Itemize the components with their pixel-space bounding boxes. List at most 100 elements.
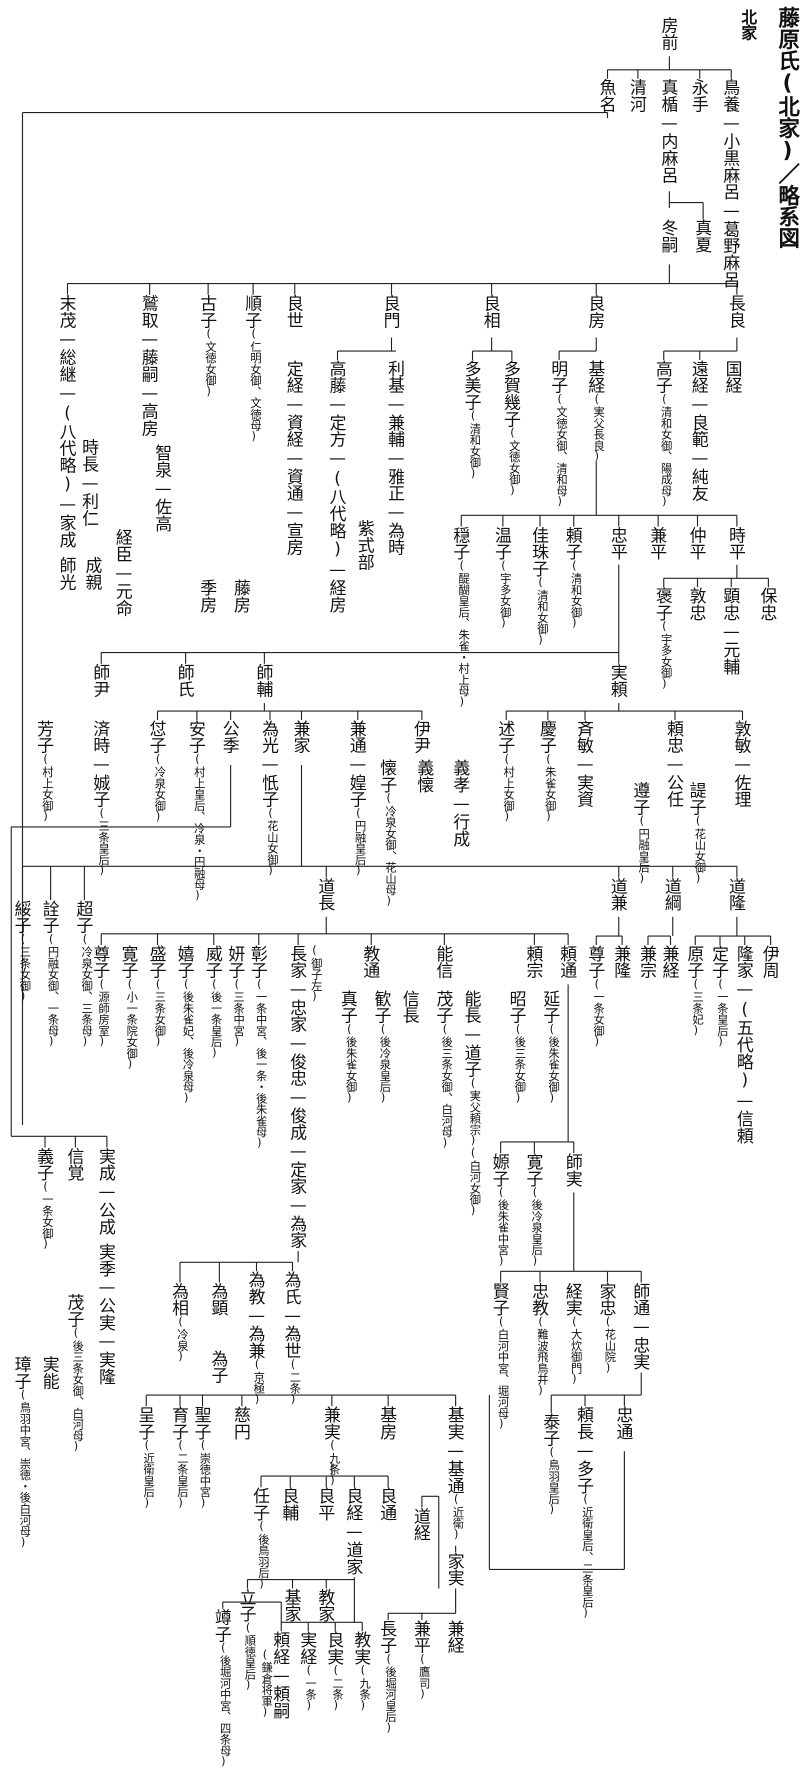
person-name: 師実 <box>563 1153 584 1187</box>
person-note: (実父長良) <box>590 393 603 464</box>
page-title: 藤原氏(北家)／略系図 <box>775 6 800 249</box>
person-note: (後朱雀女御) <box>545 1023 558 1105</box>
person-name: 良門 <box>381 294 402 329</box>
person-name: 竴子 <box>212 1608 233 1643</box>
person-name: 鷲取—藤嗣—高房 <box>139 294 160 437</box>
person-node: 兼家 <box>291 720 312 754</box>
person-name: 原子 <box>685 945 706 979</box>
person-node: 高藤—定方—(八代略)—経房 <box>327 360 348 614</box>
person-node: 紫式部 <box>356 520 376 571</box>
person-note: (鳥羽皇后) <box>545 1446 558 1517</box>
person-node: 実経(一条) <box>298 1631 319 1712</box>
person-note: (白河中宮、堀河母) <box>495 1316 508 1431</box>
person-note: (花山女御) <box>691 815 705 886</box>
person-name: 高子 <box>653 360 674 394</box>
person-name: 為光—忯子 <box>259 720 281 808</box>
person-name: 基経 <box>586 360 607 394</box>
person-name: 良相 <box>481 294 502 329</box>
person-name: 褒子 <box>653 587 674 621</box>
person-node: 教家 <box>316 1589 336 1623</box>
person-node: 立子(順徳皇后) <box>237 1589 257 1693</box>
person-name: 為顕 <box>209 1282 230 1317</box>
person-name: 基家 <box>282 1588 303 1623</box>
person-node: 時平 <box>727 527 747 561</box>
person-note: (近衛) <box>450 1494 463 1542</box>
person-name: 経実 <box>563 1282 584 1317</box>
person-node: 忠通 <box>614 1406 634 1440</box>
person-node: 基房 <box>378 1406 398 1440</box>
person-node: 教通 <box>361 945 381 979</box>
person-name: 藤房 <box>231 579 252 614</box>
person-name: 呈子 <box>136 1406 157 1440</box>
person-note: (大炊御門) <box>568 1316 581 1386</box>
person-node: 定経—資経—資通—宣房 <box>284 360 305 556</box>
person-name: 諟子 <box>687 781 708 816</box>
person-note: (清和女御) <box>534 577 547 647</box>
person-node: 昭子(後三条女御) <box>507 990 527 1105</box>
person-name: 道兼 <box>608 877 629 912</box>
person-node: 信長 <box>401 990 421 1024</box>
person-node: 良世 <box>285 295 305 329</box>
person-name: 寛子 <box>119 945 140 979</box>
person-name: 道隆 <box>726 877 747 912</box>
person-name: 育子 <box>169 1406 191 1440</box>
person-note: (花山院) <box>601 1316 615 1375</box>
person-node: 永手 <box>690 79 710 113</box>
person-node: 彰子(一条中宮、後一条・後朱雀母) <box>249 945 269 1150</box>
person-node: 時長—利仁 <box>80 439 100 527</box>
person-name: 真楯—内麻呂 <box>659 78 680 184</box>
person-name: 綏子 <box>12 900 33 934</box>
person-name: 義孝—行成 <box>451 759 472 848</box>
person-node: 為相(冷泉) <box>170 1283 190 1364</box>
person-node: 寛子(後冷泉皇后) <box>524 1153 544 1268</box>
person-name: 慶子 <box>537 720 558 754</box>
person-name: 妍子 <box>226 945 247 979</box>
person-node: 聖子(崇徳中宮) <box>192 1406 213 1510</box>
person-name: 義子 <box>34 1147 56 1182</box>
person-name: 兼平 <box>648 526 669 561</box>
person-node: 隆家—(五代略)—信頼 <box>734 945 755 1145</box>
person-node: 明子(文徳女御、清和母) <box>549 360 569 509</box>
person-name: 定経—資経—資通—宣房 <box>284 360 305 556</box>
person-note: (近衛皇后、二条皇后) <box>579 1494 592 1620</box>
person-name: 忠平 <box>608 526 629 561</box>
person-note: (円融皇后) <box>352 807 365 878</box>
person-name: 歓子 <box>372 990 393 1024</box>
person-name: 為子 <box>209 1350 230 1384</box>
person-name: 清河 <box>627 78 648 113</box>
person-node: 忠教(難波飛鳥井) <box>530 1283 550 1398</box>
person-node: 経実(大炊御門) <box>563 1282 584 1387</box>
person-name: 頼通 <box>558 945 579 979</box>
person-node: 義子(一条女御) <box>34 1147 56 1252</box>
person-node: 兼隆 <box>612 945 632 979</box>
person-note: (近衛皇后) <box>140 1440 153 1510</box>
person-name: 高藤—定方—(八代略)—経房 <box>327 360 348 614</box>
person-note: (村上女御) <box>39 753 52 824</box>
person-node: 妍子(三条中宮) <box>226 945 247 1049</box>
person-node: 経臣—元命 <box>114 529 134 617</box>
person-name: 定子 <box>709 945 731 979</box>
person-note: (清和女御、陽成母) <box>658 393 671 509</box>
person-note: (御子左) <box>308 945 321 1004</box>
person-name: 良経—道家 <box>344 1487 365 1575</box>
person-node: 寛子(小一条院女御) <box>119 945 140 1071</box>
person-name: 実経 <box>298 1631 319 1665</box>
person-node: 仲平 <box>687 527 707 561</box>
person-name: 兼家 <box>291 720 312 754</box>
person-name: 末茂—総継—(八代略)—家成 <box>57 294 78 548</box>
person-name: 隆家—(五代略)—信頼 <box>734 945 755 1145</box>
person-node: 慈円 <box>232 1406 252 1440</box>
person-name: 穏子 <box>451 526 472 561</box>
person-node: 尊子(一条女御) <box>586 945 606 1049</box>
person-note: (後朱雀中宮) <box>495 1186 508 1268</box>
person-node: 実季—公実—実隆 <box>97 1243 117 1385</box>
person-node: 基実—基通(近衛) <box>446 1406 466 1542</box>
person-note: (崇徳中宮) <box>196 1440 210 1510</box>
person-node: 敦敏—佐理 <box>732 720 752 808</box>
person-node: 良輔 <box>280 1487 300 1521</box>
person-name: 聖子 <box>192 1406 213 1440</box>
person-note: (難波飛鳥井) <box>534 1316 547 1398</box>
person-note: (朱雀女御) <box>542 753 555 824</box>
person-name: 嬉子 <box>175 945 196 979</box>
person-node: 済時—娍子(三条皇后) <box>91 720 111 878</box>
